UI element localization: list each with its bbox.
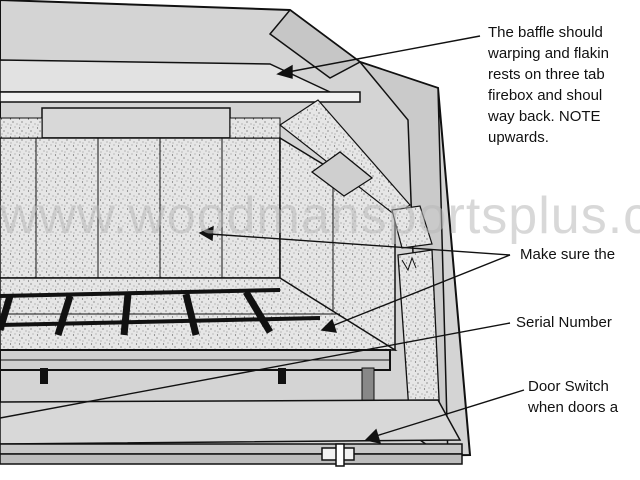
grate [0,288,391,413]
baffle-callout: The baffle should warping and flakin res… [488,22,609,148]
baffle-callout-line: warping and flakin [488,45,609,62]
baffle-callout-line: firebox and shoul [488,87,603,104]
door-switch-callout: Door Switch when doors a [528,376,618,418]
door-track [0,399,463,465]
leader-lines [0,35,525,444]
baffle-callout-line: rests on three tab [488,66,605,83]
firebox-floor [0,277,398,351]
door-switch-callout-line: when doors a [528,399,619,416]
door-switch [321,443,355,467]
baffle-callout-line: The baffle should [488,24,603,41]
firebrick-back-wall [0,117,281,279]
door-switch-callout-line: Door Switch [528,378,609,395]
baffle-callout-line: upwards. [488,129,549,146]
baffle-callout-line: way back. NOTE [488,108,601,125]
watermark-text: www.woodmansportsplus.c [0,187,640,245]
make-sure-callout: Make sure the [520,246,616,263]
serial-number-callout: Serial Number [516,314,612,331]
